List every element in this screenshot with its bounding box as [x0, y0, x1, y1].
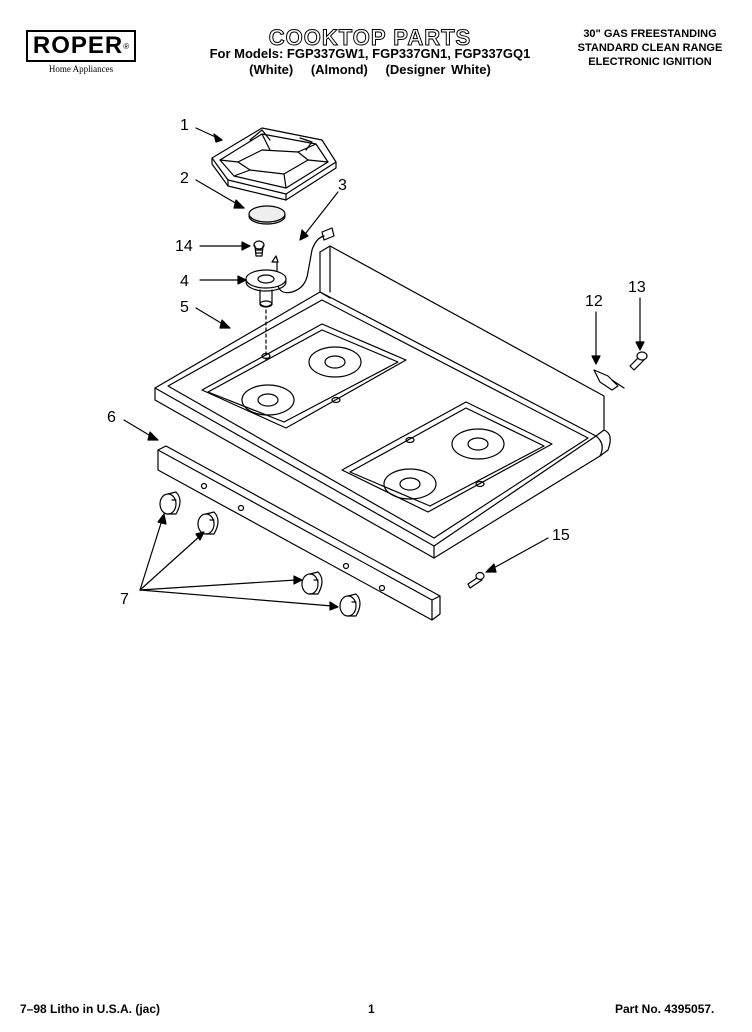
burner-opening: [308, 346, 362, 378]
range-desc-line-2: STANDARD CLEAN RANGE: [577, 42, 723, 54]
callout-leaders: [123, 127, 645, 611]
callout-6: 6: [107, 409, 116, 426]
logo-word: ROPER: [32, 32, 124, 59]
burner-screw: [253, 240, 265, 257]
logo-box: ROPER®: [26, 30, 136, 62]
control-panel: [157, 445, 441, 621]
control-knob: [339, 593, 361, 617]
logo-trademark: ®: [123, 41, 130, 51]
callout-3: 3: [338, 177, 347, 194]
burner-grate: [211, 127, 337, 201]
burner-cap: [248, 205, 286, 225]
models-line: For Models: FGP337GW1, FGP337GN1, FGP337…: [209, 46, 531, 61]
control-knob: [159, 491, 181, 515]
callout-2: 2: [180, 170, 189, 187]
cooktop-panel: [154, 245, 611, 559]
roper-logo: ROPER® Home Appliances: [26, 30, 136, 74]
burner-opening: [383, 468, 437, 500]
range-desc-line-1: 30" GAS FREESTANDING: [583, 28, 717, 40]
control-knob: [301, 571, 323, 595]
burner-opening: [451, 428, 505, 460]
burner-opening: [241, 384, 295, 416]
callout-4: 4: [180, 273, 189, 290]
part-number: Part No. 4395057.: [615, 1002, 715, 1016]
litho-note: 7–98 Litho in U.S.A. (jac): [20, 1002, 161, 1016]
callout-5: 5: [180, 299, 189, 316]
model-list: For Models: FGP337GW1, FGP337GN1, FGP337…: [190, 46, 550, 78]
callout-7: 7: [120, 591, 129, 608]
callout-15: 15: [552, 527, 570, 544]
range-description: 30" GAS FREESTANDING STANDARD CLEAN RANG…: [555, 27, 745, 69]
color-variants: (White) (Almond) (Designer White): [190, 62, 550, 78]
electrode-screw: [629, 351, 648, 371]
callout-1: 1: [180, 117, 189, 134]
panel-screw: [467, 571, 485, 589]
logo-subtitle: Home Appliances: [48, 64, 114, 74]
variant-white: (White): [249, 62, 294, 77]
callout-14: 14: [175, 238, 193, 255]
variant-almond: (Almond): [310, 62, 368, 77]
burner-base: [245, 269, 287, 308]
range-desc-line-3: ELECTRONIC IGNITION: [588, 56, 712, 68]
igniter-electrode: [593, 369, 625, 391]
callout-13: 13: [628, 279, 646, 296]
variant-designer-white: (Designer White): [385, 62, 491, 77]
page-number: 1: [368, 1002, 375, 1016]
callout-12: 12: [585, 293, 603, 310]
page-title: COOKTOP PARTS: [268, 25, 472, 51]
control-knob: [197, 511, 219, 535]
